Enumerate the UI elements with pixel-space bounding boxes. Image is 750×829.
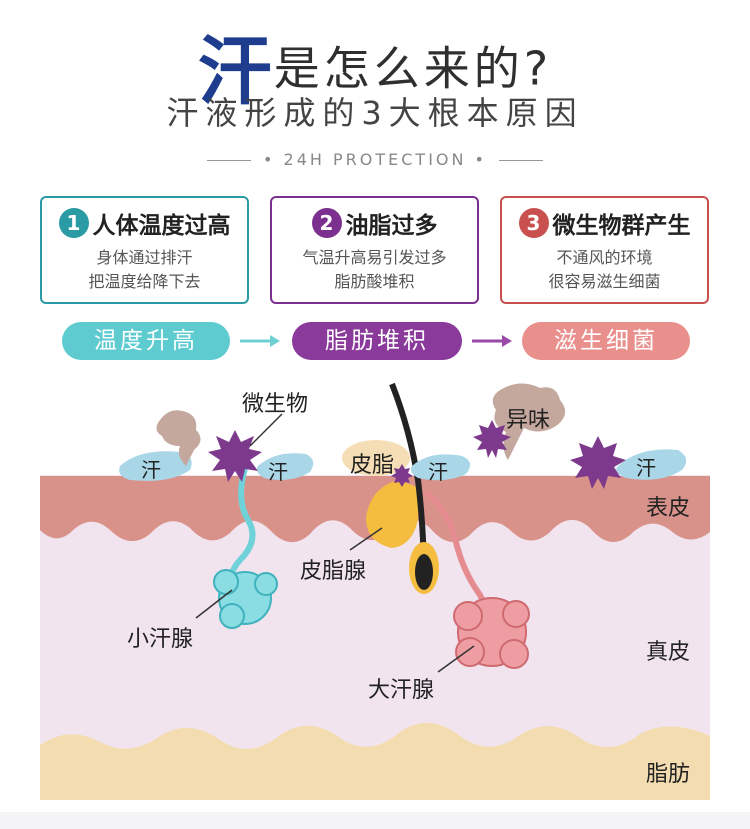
sebaceous-gland (366, 480, 420, 548)
cause-desc-line: 脂肪酸堆积 (334, 272, 415, 291)
cause-number-badge: 1 (58, 208, 89, 238)
cause-title: 油脂过多 (345, 213, 438, 239)
bottom-strip (0, 812, 750, 829)
odor-cloud-2 (492, 383, 566, 460)
odor-cloud-1 (156, 410, 201, 466)
tagline-divider-left (207, 160, 251, 161)
tagline: • 24H PROTECTION • (263, 150, 487, 169)
fat-layer (40, 722, 710, 800)
sweat-drop-3 (410, 454, 471, 481)
flow-arrow-icon (240, 335, 280, 347)
subtitle: 汗液形成的3大根本原因 (166, 94, 584, 132)
label-sweat-2: 汗 (268, 460, 288, 484)
label-small-sweat-gland: 小汗腺 (127, 627, 194, 652)
sebum-blob (342, 440, 410, 476)
tagline-row: • 24H PROTECTION • (0, 150, 750, 169)
flow-step-bacteria: 滋生细菌 (522, 322, 690, 360)
pointer-line-sebaceous (349, 527, 383, 551)
flow-step-temperature: 温度升高 (62, 322, 230, 360)
label-sweat-4: 汗 (636, 456, 656, 480)
cause-number-badge: 2 (311, 208, 342, 238)
label-dermis: 真皮 (646, 640, 691, 665)
flow-arrow-icon (472, 335, 512, 347)
cause-title: 人体温度过高 (92, 213, 231, 239)
label-sebum: 皮脂 (350, 453, 395, 478)
label-odor: 异味 (506, 408, 551, 433)
cause-desc-line: 身体通过排汗 (96, 248, 193, 267)
microbe-4-icon (391, 464, 413, 487)
page-title: 汗是怎么来的? (0, 12, 750, 119)
label-epidermis: 表皮 (646, 496, 691, 521)
title-highlight: 汗 (197, 29, 274, 115)
microbe-1-icon (208, 430, 262, 482)
label-fat: 脂肪 (646, 762, 691, 787)
label-large-sweat-gland: 大汗腺 (368, 678, 435, 703)
cause-desc-line: 把温度给降下去 (88, 272, 201, 291)
microbe-3-icon (570, 436, 626, 489)
cause-desc-line: 气温升高易引发过多 (302, 248, 447, 267)
label-sweat-1: 汗 (141, 458, 161, 482)
skin-diagram (40, 382, 710, 800)
pointer-line-large-gland (437, 645, 475, 673)
sweat-drop-1 (119, 451, 192, 481)
pointer-line-microbe (249, 413, 283, 447)
title-rest: 是怎么来的? (273, 41, 553, 96)
sweat-drop-4 (616, 449, 687, 480)
flow-step-fat: 脂肪堆积 (292, 322, 462, 360)
tagline-divider-right (499, 160, 543, 161)
cause-title: 微生物群产生 (552, 213, 691, 239)
microbe-2-icon (473, 420, 511, 458)
pointer-line-small-gland (195, 589, 233, 619)
cause-number-badge: 3 (518, 208, 549, 238)
label-microbe: 微生物 (242, 392, 309, 417)
cause-desc-line: 很容易滋生细菌 (548, 272, 661, 291)
label-sweat-3: 汗 (428, 460, 448, 484)
label-sebaceous-gland: 皮脂腺 (300, 559, 367, 584)
cause-desc-line: 不通风的环境 (556, 248, 653, 267)
sweat-drop-2 (256, 453, 314, 480)
